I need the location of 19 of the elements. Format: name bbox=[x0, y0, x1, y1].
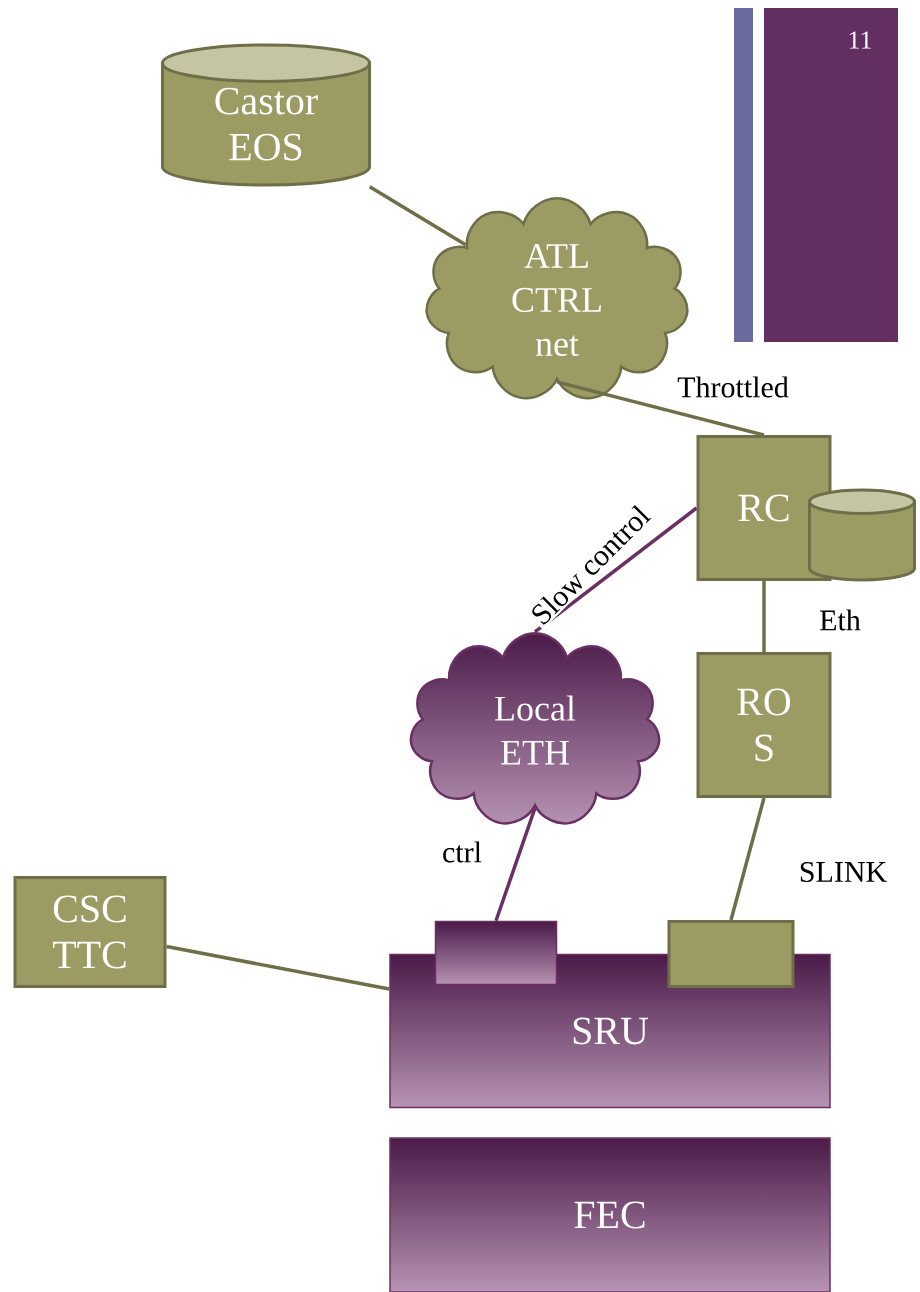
connector-line bbox=[368, 185, 467, 247]
page-number: 11 bbox=[849, 31, 871, 49]
edge-label: ctrl bbox=[440, 839, 484, 865]
board-box bbox=[434, 920, 558, 986]
connector-line bbox=[166, 944, 390, 991]
edge-label: SLINK bbox=[796, 859, 890, 885]
component-box bbox=[667, 920, 795, 988]
network-cloud: Local ETH bbox=[409, 631, 661, 825]
storage-cylinder bbox=[808, 488, 916, 582]
connector-line bbox=[494, 807, 537, 922]
storage-cylinder: Castor EOS bbox=[161, 43, 371, 187]
component-box: RO S bbox=[696, 652, 832, 798]
component-box: CSC TTC bbox=[13, 876, 167, 988]
connector-line bbox=[533, 506, 698, 634]
edge-label: Eth bbox=[817, 607, 863, 633]
board-box: FEC bbox=[389, 1137, 831, 1292]
connector-line bbox=[729, 797, 766, 921]
connector-line bbox=[556, 380, 765, 437]
connector-line bbox=[762, 581, 766, 652]
